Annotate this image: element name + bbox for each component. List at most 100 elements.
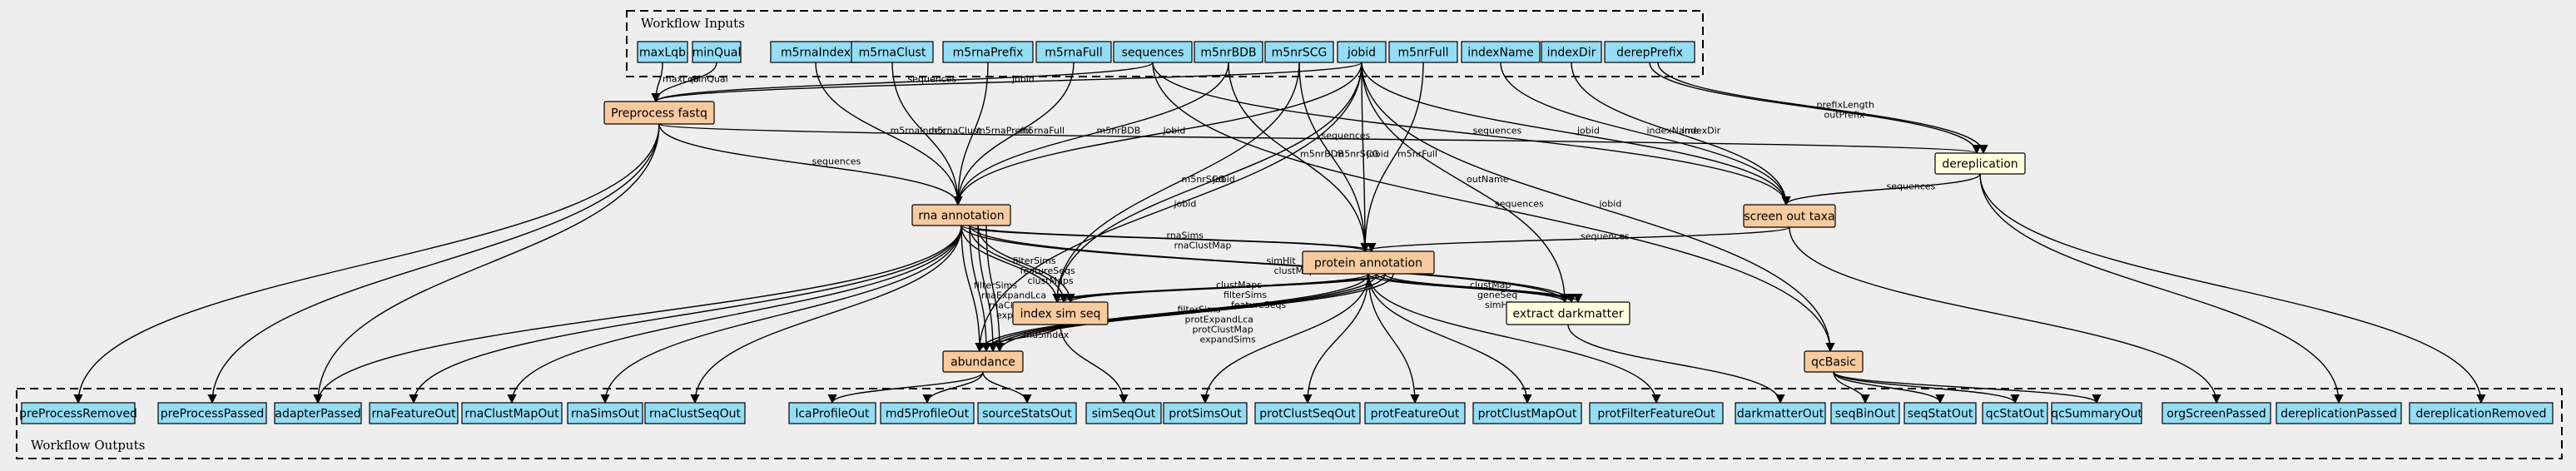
edge-label: rnaExpandLca xyxy=(981,290,1046,301)
node-label-m5nrSCG: m5nrSCG xyxy=(1272,47,1328,60)
node-label-preProcessRemoved: preProcessRemoved xyxy=(19,408,137,421)
node-protein: protein annotation xyxy=(1302,250,1435,275)
edge-rna-abundance xyxy=(977,225,998,353)
edge-qcbasic-qcSummaryOut xyxy=(1833,371,2102,404)
node-label-m5rnaClust: m5rnaClust xyxy=(859,47,926,60)
node-label-preProcessPassed: preProcessPassed xyxy=(161,408,265,421)
node-box-seqBinOut xyxy=(1830,402,1900,424)
edge-label: expandSims xyxy=(1200,335,1257,345)
node-box-jobid xyxy=(1337,41,1387,63)
workflow-outputs-cluster xyxy=(16,388,2563,459)
edge-label: jobid xyxy=(1366,149,1389,160)
node-box-m5nrBDB xyxy=(1194,41,1263,63)
workflow-inputs-title: Workflow Inputs xyxy=(641,16,745,31)
edge-m5nrSCG-indexsim xyxy=(1052,62,1300,304)
edge-m5nrBDB-protein xyxy=(1228,62,1370,253)
node-label-sequences: sequences xyxy=(1122,47,1184,60)
node-label-protClustSeqOut: protClustSeqOut xyxy=(1259,408,1356,421)
edge-label: minQual xyxy=(690,74,728,85)
node-label-rnaSimsOut: rnaSimsOut xyxy=(571,408,640,421)
node-box-m5rnaClust xyxy=(851,41,934,63)
edge-rna-protein xyxy=(969,225,1377,253)
edge-rna-adapterPassed xyxy=(313,225,962,404)
node-box-abundance xyxy=(942,350,1024,373)
node-sourceStatsOut: sourceStatsOut xyxy=(977,402,1077,424)
node-box-dereplication xyxy=(1934,152,2026,175)
node-label-preprocess: Preprocess fastq xyxy=(611,107,707,121)
edge-label: sequences xyxy=(1887,181,1936,192)
node-m5nrSCG: m5nrSCG xyxy=(1264,41,1334,63)
edge-preprocess-preProcessRemoved xyxy=(73,123,660,404)
node-dereplication: dereplication xyxy=(1934,152,2026,175)
node-label-m5nrBDB: m5nrBDB xyxy=(1200,47,1256,60)
node-label-qcSummaryOut: qcSummaryOut xyxy=(2051,408,2142,421)
edge-label: clustMaps xyxy=(1028,275,1074,286)
edge-dereplication-dereplicationRemoved xyxy=(1979,173,2486,404)
node-adapterPassed: adapterPassed xyxy=(274,402,362,424)
node-box-protFilterFeatureOut xyxy=(1589,402,1724,424)
edge-label: protClustMap xyxy=(1193,325,1253,335)
node-minQual: minQual xyxy=(692,41,742,63)
node-seqBinOut: seqBinOut xyxy=(1830,402,1900,424)
edge-preprocess-dereplication xyxy=(658,123,1981,155)
node-box-sourceStatsOut xyxy=(977,402,1077,424)
node-box-protFeatureOut xyxy=(1364,402,1466,424)
node-dereplicationRemoved: dereplicationRemoved xyxy=(2409,402,2554,424)
edge-m5nrFull-protein xyxy=(1360,62,1424,253)
node-label-sourceStatsOut: sourceStatsOut xyxy=(982,408,1072,421)
edge-label: m5nrBDB xyxy=(1097,126,1141,136)
edge-jobid-preprocess xyxy=(651,62,1362,103)
node-label-seqStatOut: seqStatOut xyxy=(1908,408,1973,421)
edge-label: outPrefix xyxy=(1824,110,1865,121)
node-indexsim: index sim seq xyxy=(1012,301,1109,325)
node-box-rnaSimsOut xyxy=(567,402,643,424)
edge-abundance-lcaProfileOut xyxy=(827,371,984,404)
edge-rna-rnaClustMapOut xyxy=(507,225,962,404)
edge-label: jobid xyxy=(1163,126,1186,136)
node-box-preprocess xyxy=(603,101,715,125)
node-label-indexDir: indexDir xyxy=(1547,47,1596,60)
node-qcSummaryOut: qcSummaryOut xyxy=(2051,402,2142,424)
node-rnaSimsOut: rnaSimsOut xyxy=(567,402,643,424)
node-label-seqBinOut: seqBinOut xyxy=(1835,408,1896,421)
node-label-maxLqb: maxLqb xyxy=(639,47,686,60)
node-protClustMapOut: protClustMapOut xyxy=(1472,402,1582,424)
node-box-derepPrefix xyxy=(1604,41,1695,63)
edge-rna-rnaFeatureOut xyxy=(409,225,962,404)
edge-rna-indexsim xyxy=(969,225,1069,304)
node-md5ProfileOut: md5ProfileOut xyxy=(880,402,975,424)
edge-label: m5nrSCG xyxy=(1182,174,1225,185)
node-label-protFeatureOut: protFeatureOut xyxy=(1371,408,1460,421)
edge-m5rnaPrefix-rna xyxy=(953,62,989,206)
edge-rna-indexsim xyxy=(977,225,1075,304)
edge-protein-protClustMapOut xyxy=(1367,273,1532,404)
node-box-orgScreenPassed xyxy=(2162,402,2271,424)
node-box-sequences xyxy=(1113,41,1193,63)
edge-label: jobid xyxy=(1011,74,1035,85)
node-label-adapterPassed: adapterPassed xyxy=(275,408,360,421)
node-box-m5rnaPrefix xyxy=(942,41,1034,63)
node-box-indexName xyxy=(1461,41,1541,63)
edge-protein-abundance xyxy=(975,273,1369,353)
node-m5rnaFull: m5rnaFull xyxy=(1035,41,1112,63)
edge-jobid-screen xyxy=(1361,62,1791,206)
node-protClustSeqOut: protClustSeqOut xyxy=(1254,402,1361,424)
edge-rna-rnaClustSeqOut xyxy=(690,225,962,404)
edge-preprocess-preProcessPassed xyxy=(207,123,660,404)
node-darkmatterOut: darkmatterOut xyxy=(1735,402,1826,424)
edge-label: rnaClustMap xyxy=(1174,240,1232,251)
edge-rna-abundance xyxy=(960,225,985,353)
node-label-m5rnaFull: m5rnaFull xyxy=(1045,47,1102,60)
edge-indexsim-simSeqOut xyxy=(1060,324,1129,404)
edge-jobid-rna xyxy=(953,62,1362,206)
node-label-indexsim: index sim seq xyxy=(1020,308,1101,321)
edge-label: sequences xyxy=(1495,199,1544,210)
edge-qcbasic-seqBinOut xyxy=(1833,371,1870,404)
edge-protein-abundance xyxy=(988,273,1386,353)
node-label-darkmatterOut: darkmatterOut xyxy=(1737,408,1824,421)
edge-label: geneSeq xyxy=(1477,290,1517,300)
edge-sequences-preprocess xyxy=(651,62,1154,103)
node-box-seqStatOut xyxy=(1903,402,1977,424)
node-box-rna xyxy=(911,204,1011,226)
